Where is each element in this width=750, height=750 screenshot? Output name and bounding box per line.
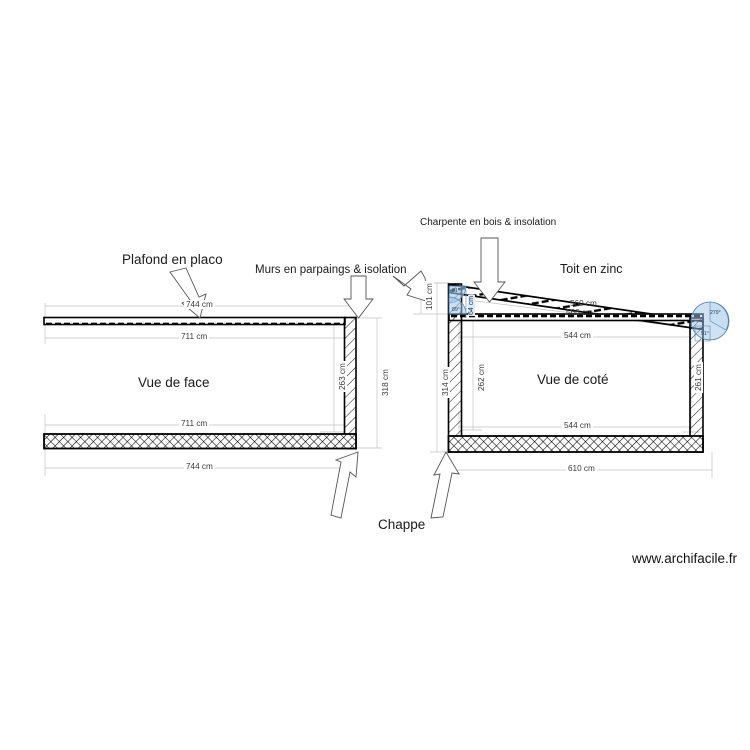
angle-label-upper-right: 279°: [710, 310, 721, 316]
dim-side-roof-thickness: 64 cm: [468, 294, 475, 316]
label-screed: Chappe: [378, 517, 426, 532]
dim-side-right-height-inner: 261 cm: [694, 362, 703, 393]
dim-front-top-outer: 744 cm: [184, 300, 215, 309]
dim-front-bottom-outer: 744 cm: [184, 462, 215, 471]
dim-side-slope-upper: 560 cm: [570, 299, 597, 308]
angle-label-upper-left: 81°: [452, 288, 460, 294]
arrow-roof-frame: [473, 237, 506, 303]
front-view-ceiling: [43, 316, 346, 326]
label-ceiling: Plafond en placo: [122, 252, 223, 267]
label-walls: Murs en parpaings & isolation: [255, 264, 407, 276]
dim-front-height-outer: 318 cm: [381, 367, 390, 398]
view-title-side: Vue de coté: [537, 372, 609, 387]
label-roof-frame: Charpente en bois & insolation: [420, 217, 557, 228]
dim-side-inner-width-top: 544 cm: [562, 331, 593, 340]
dim-side-outer-width: 610 cm: [566, 464, 597, 473]
front-view-dimension-lines: [44, 303, 382, 476]
angle-label-lower-left: 89°: [452, 307, 460, 313]
label-roof: Toit en zinc: [560, 262, 623, 276]
angle-marker-upper-right: [690, 301, 730, 341]
arrow-walls-left: [343, 275, 374, 319]
dim-front-bottom-inner: 711 cm: [179, 419, 210, 428]
angle-marker-lower-right: [694, 325, 711, 342]
arrow-screed-left: [330, 451, 359, 519]
dim-front-top-inner: 711 cm: [179, 332, 210, 341]
dim-front-height-inner: 263 cm: [338, 361, 347, 392]
dim-side-left-height-outer: 314 cm: [441, 367, 450, 398]
side-view-screed: [447, 435, 704, 453]
site-watermark: www.archifacile.fr: [632, 551, 738, 566]
dim-side-inner-width-bottom: 544 cm: [562, 421, 593, 430]
angle-label-lower-right: 91°: [701, 331, 709, 337]
dim-side-left-height-inner: 262 cm: [477, 362, 486, 393]
arrow-ceiling: [169, 267, 207, 319]
dim-side-slope-lower: 566 cm: [566, 308, 593, 317]
dim-side-left-height-small: 101 cm: [425, 281, 434, 312]
view-title-front: Vue de face: [138, 375, 210, 390]
front-view-screed: [43, 433, 357, 450]
front-view-group: [43, 303, 382, 476]
arrow-screed-right: [430, 451, 460, 519]
callout-arrows: [169, 237, 506, 519]
